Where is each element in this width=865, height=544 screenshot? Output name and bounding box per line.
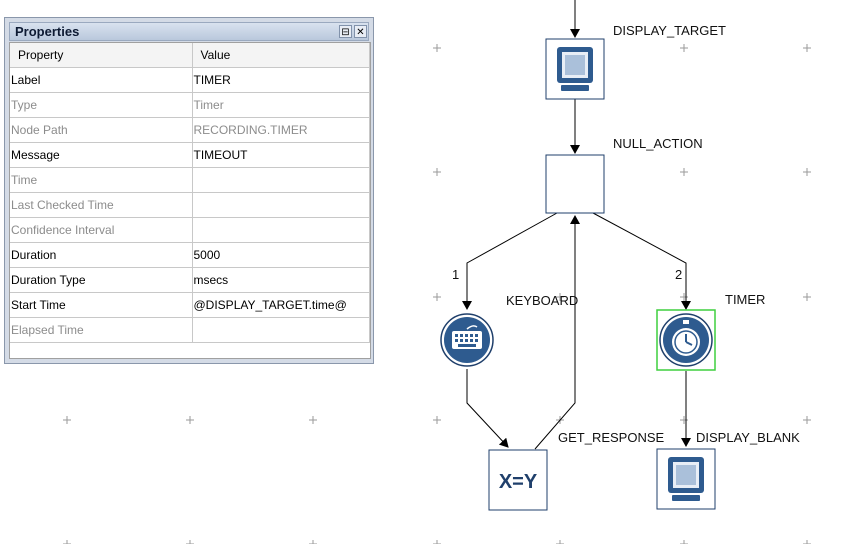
property-value[interactable]: @DISPLAY_TARGET.time@	[192, 292, 370, 318]
assignment-icon: X=Y	[499, 471, 538, 493]
node-get-response[interactable]: X=Y	[488, 449, 548, 511]
property-row[interactable]: Last Checked Time	[10, 192, 370, 218]
property-name: Label	[10, 67, 193, 93]
properties-title-bar[interactable]: Properties ⊟ ✕	[9, 22, 369, 41]
property-value	[192, 192, 370, 218]
selection-outline	[656, 309, 716, 371]
property-value	[192, 317, 370, 343]
property-row[interactable]: Elapsed Time	[10, 317, 370, 343]
connector-keyboard-to-get-response	[466, 369, 509, 448]
property-name: Duration	[10, 242, 193, 268]
property-row[interactable]: Start Time@DISPLAY_TARGET.time@	[10, 292, 370, 318]
connector-null-action-to-keyboard	[462, 212, 558, 310]
property-name: Time	[10, 167, 193, 193]
column-header-property[interactable]: Property	[10, 43, 193, 68]
label-get-response: GET_RESPONSE	[558, 430, 665, 445]
property-name: Node Path	[10, 117, 193, 143]
property-value: Timer	[192, 92, 370, 118]
property-value[interactable]: 5000	[192, 242, 370, 268]
property-name: Type	[10, 92, 193, 118]
property-name: Message	[10, 142, 193, 168]
label-timer: TIMER	[725, 292, 766, 307]
branch-label-left: 1	[452, 267, 460, 282]
keyboard-icon	[452, 325, 482, 349]
monitor-icon	[668, 457, 704, 501]
node-keyboard[interactable]	[440, 313, 494, 367]
close-icon[interactable]: ✕	[354, 25, 367, 38]
label-display-target: DISPLAY_TARGET	[613, 23, 726, 38]
label-display-blank: DISPLAY_BLANK	[696, 430, 800, 445]
node-display-blank[interactable]	[656, 448, 716, 510]
connector-get-response-to-null-action	[534, 215, 580, 450]
property-value	[192, 217, 370, 243]
connector-null-action-to-timer	[592, 212, 691, 310]
property-value	[192, 167, 370, 193]
property-value[interactable]: TIMEOUT	[192, 142, 370, 168]
property-value[interactable]: msecs	[192, 267, 370, 293]
pin-icon[interactable]: ⊟	[339, 25, 352, 38]
branch-label-right: 2	[675, 267, 683, 282]
label-null-action: NULL_ACTION	[613, 136, 703, 151]
stopwatch-icon	[672, 320, 700, 356]
property-name: Start Time	[10, 292, 193, 318]
column-header-value[interactable]: Value	[192, 43, 370, 68]
property-value: RECORDING.TIMER	[192, 117, 370, 143]
node-timer[interactable]	[656, 309, 716, 371]
property-row[interactable]: Confidence Interval	[10, 217, 370, 243]
panel-title: Properties	[15, 24, 80, 39]
node-null-action[interactable]	[545, 154, 605, 214]
property-name: Confidence Interval	[10, 217, 193, 243]
node-display-target[interactable]	[545, 38, 605, 100]
property-row[interactable]: Time	[10, 167, 370, 193]
property-name: Duration Type	[10, 267, 193, 293]
monitor-icon	[557, 47, 593, 91]
connectors	[462, 0, 691, 450]
property-value[interactable]: TIMER	[192, 67, 370, 93]
property-name: Elapsed Time	[10, 317, 193, 343]
label-keyboard: KEYBOARD	[506, 293, 579, 308]
property-name: Last Checked Time	[10, 192, 193, 218]
